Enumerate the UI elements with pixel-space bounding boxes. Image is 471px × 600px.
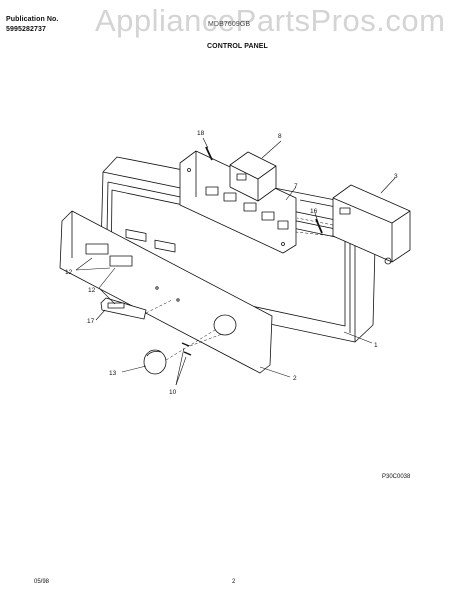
part-label-8: 8	[278, 133, 282, 140]
part-label-12-upper: 12	[65, 269, 73, 276]
part-label-13: 13	[109, 370, 117, 377]
model-number: MDB7609GB	[208, 21, 251, 28]
part-label-18: 18	[197, 130, 205, 137]
screw-16	[315, 218, 323, 234]
footer-date: 05/98	[34, 579, 50, 585]
control-board	[179, 150, 297, 254]
part-label-1: 1	[374, 342, 378, 349]
connector-block	[229, 151, 277, 202]
screw-18	[205, 146, 213, 161]
part-label-12-lower: 12	[88, 287, 96, 294]
module-box	[332, 184, 411, 265]
screws-10	[181, 342, 192, 356]
part-label-16: 16	[310, 208, 318, 215]
page-number: 2	[232, 579, 236, 585]
button-17	[100, 297, 147, 320]
section-title: CONTROL PANEL	[207, 43, 268, 50]
publication-number: 5995282737	[6, 26, 46, 33]
assembly-dashes	[145, 217, 334, 361]
watermark: AppliancePartsPros.com	[95, 3, 446, 38]
figure-code: P30C0038	[382, 474, 411, 480]
part-label-10: 10	[169, 389, 177, 396]
knob-13	[143, 349, 167, 375]
control-panel-overlay	[59, 210, 273, 374]
publication-label: Publication No.	[6, 16, 59, 23]
part-label-2: 2	[293, 375, 297, 382]
part-label-3: 3	[394, 173, 398, 180]
part-label-17: 17	[87, 318, 95, 325]
leader-lines	[75, 137, 396, 386]
part-label-7: 7	[294, 183, 298, 190]
